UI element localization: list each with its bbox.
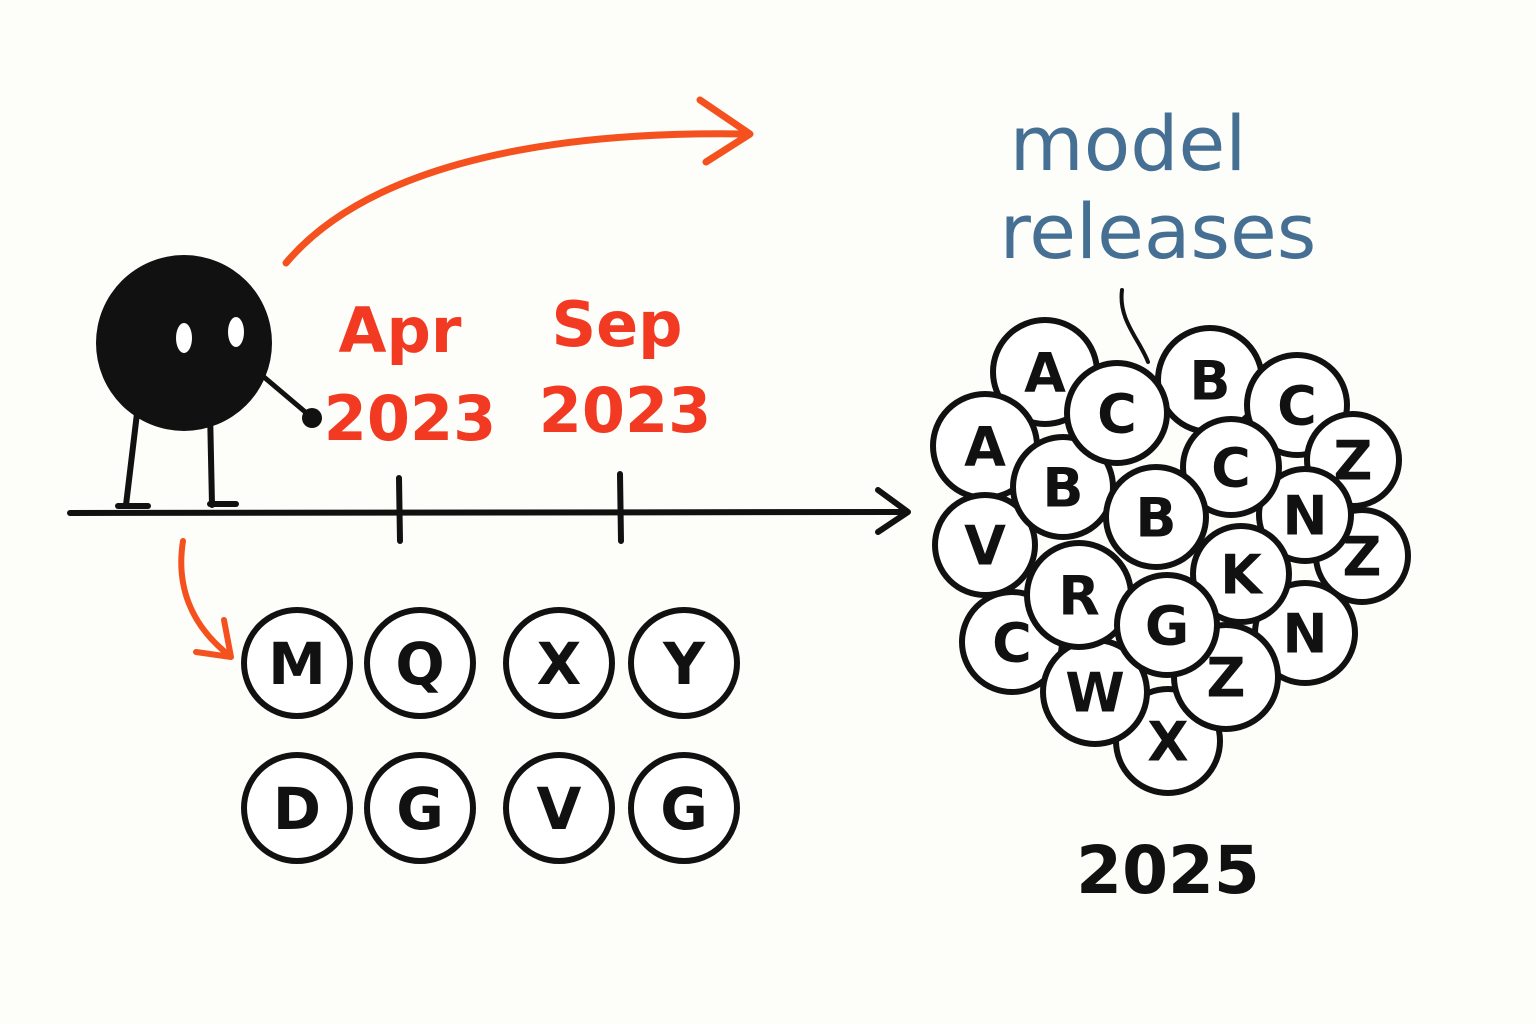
release-label: K	[1220, 543, 1264, 606]
cluster-release-15: K	[1190, 523, 1292, 625]
early-release-6: G	[364, 752, 476, 864]
annotation-pointer	[1119, 288, 1150, 364]
release-circle	[628, 752, 740, 864]
early-release-7: V	[503, 752, 615, 864]
cluster-release-7: V	[932, 492, 1038, 598]
release-label: N	[1282, 602, 1327, 665]
cluster-release-10: B	[1103, 464, 1209, 570]
annotation-line-2: releases	[1000, 187, 1317, 276]
release-circle	[1114, 572, 1220, 678]
cluster-release-11: N	[1256, 466, 1354, 564]
tick-1-year: 2023	[324, 382, 497, 455]
release-label: C	[1211, 436, 1251, 499]
early-release-8: G	[628, 752, 740, 864]
release-label: B	[1189, 349, 1230, 412]
release-circle	[1180, 416, 1282, 518]
release-label: V	[964, 514, 1006, 577]
release-circle	[241, 607, 353, 719]
cluster-release-14: G	[1114, 572, 1220, 678]
timeline-axis	[67, 471, 911, 544]
release-label: B	[1042, 456, 1083, 519]
release-circle	[1064, 360, 1170, 466]
early-release-3: X	[503, 607, 615, 719]
release-label: C	[1277, 374, 1317, 437]
cluster-release-20: N	[1252, 580, 1358, 686]
blob-character-icon	[96, 255, 322, 509]
cluster-year: 2025	[1076, 832, 1260, 909]
release-label: N	[1282, 484, 1327, 547]
release-label: M	[268, 630, 326, 698]
release-circle	[364, 752, 476, 864]
release-label: B	[1135, 486, 1176, 549]
curved-arrow-down-icon	[178, 538, 234, 660]
release-label: R	[1058, 564, 1100, 627]
annotation-line-1: model	[1010, 99, 1247, 188]
cluster-release-3: C	[1064, 360, 1170, 466]
release-label: A	[1024, 341, 1066, 404]
release-circle	[503, 607, 615, 719]
release-circle	[628, 607, 740, 719]
tick-2-year: 2023	[539, 374, 712, 447]
release-circle	[932, 492, 1038, 598]
cluster-release-17: W	[1040, 637, 1150, 747]
release-label: G	[660, 775, 708, 843]
early-release-2: Q	[364, 607, 476, 719]
release-circle	[1256, 466, 1354, 564]
release-circle	[364, 607, 476, 719]
release-label: X	[537, 630, 582, 698]
release-label: C	[992, 611, 1032, 674]
early-release-4: Y	[628, 607, 740, 719]
release-label: V	[537, 775, 582, 843]
release-label: Q	[395, 630, 444, 698]
release-label: A	[964, 415, 1006, 478]
early-release-1: M	[241, 607, 353, 719]
release-label: Y	[662, 630, 706, 698]
cluster-release-9: C	[1180, 416, 1282, 518]
release-label: W	[1065, 661, 1125, 724]
release-label: X	[1147, 710, 1189, 773]
early-release-5: D	[241, 752, 353, 864]
early-releases-grid: M Q X Y D G V G	[241, 607, 740, 864]
release-label: Z	[1206, 646, 1245, 709]
release-circle	[503, 752, 615, 864]
cluster-release-8: B	[1010, 434, 1116, 540]
release-label: C	[1097, 382, 1137, 445]
curved-arrow-right-icon	[282, 96, 754, 267]
release-label: G	[396, 775, 444, 843]
release-circle	[1190, 523, 1292, 625]
release-label: G	[1145, 594, 1189, 657]
release-circle	[1103, 464, 1209, 570]
release-label: D	[273, 775, 321, 843]
release-circle	[241, 752, 353, 864]
tick-1-month: Apr	[339, 294, 462, 367]
tick-2-month: Sep	[551, 288, 682, 361]
